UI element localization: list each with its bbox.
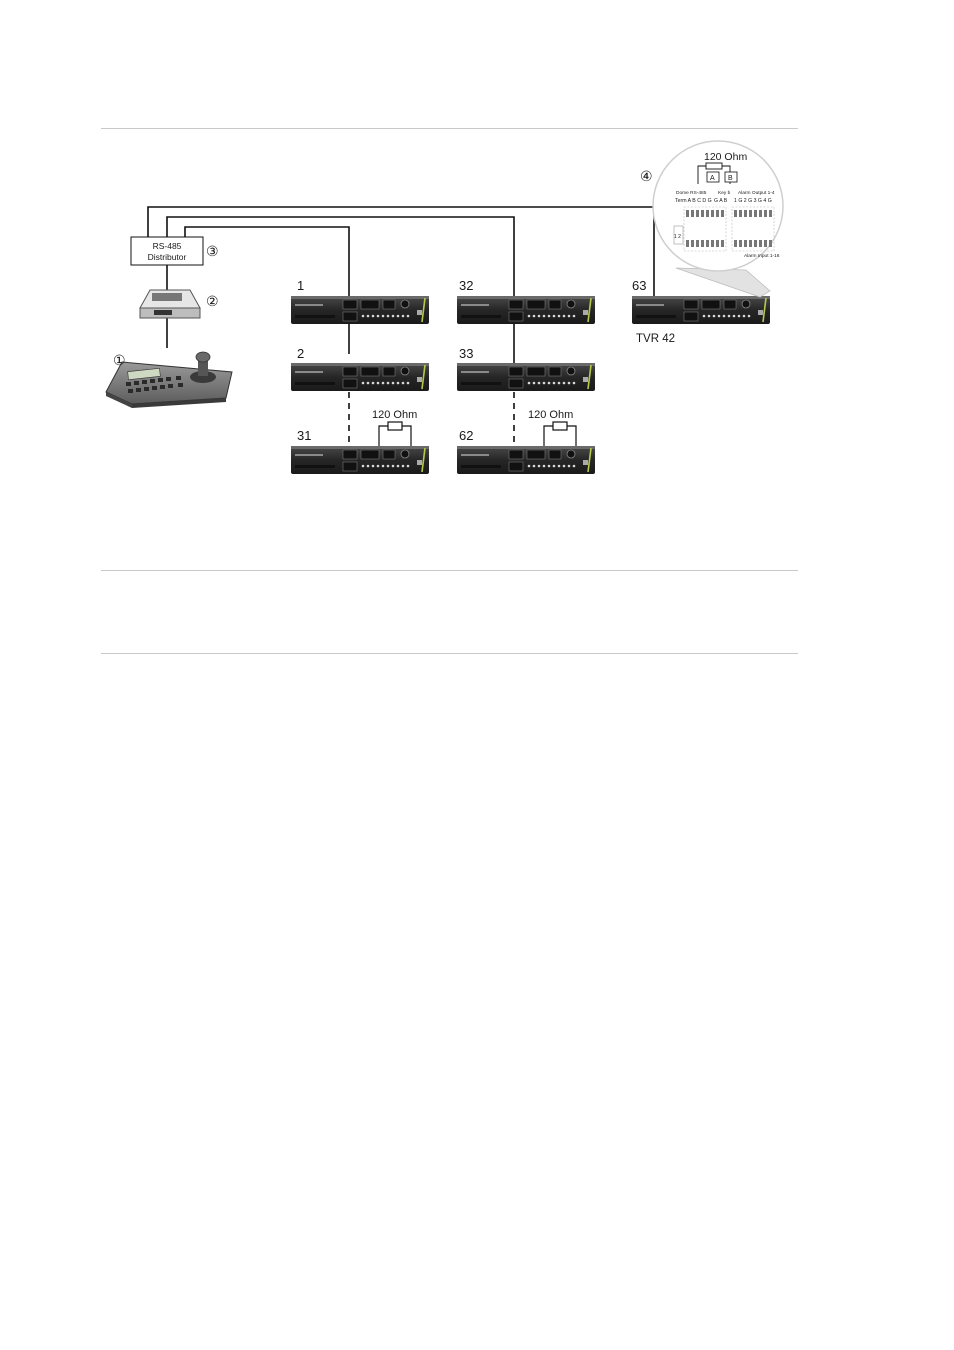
callout-2: ② bbox=[206, 293, 219, 309]
recorder-63 bbox=[631, 295, 771, 325]
detail-row-right: 1 G 2 G 3 G 4 G bbox=[734, 198, 772, 204]
model-label: TVR 42 bbox=[636, 333, 675, 345]
recorder-62 bbox=[456, 445, 596, 475]
unit-label-32: 32 bbox=[459, 278, 473, 293]
middle-rule bbox=[101, 570, 798, 571]
recorder-32 bbox=[456, 295, 596, 325]
detail-group-alarm-out: Alarm Output 1-4 bbox=[738, 190, 775, 196]
keyboard-controller bbox=[105, 351, 233, 408]
distributor-label-line1: RS-485 bbox=[153, 241, 182, 251]
resistor-label-right: 120 Ohm bbox=[528, 409, 573, 421]
dashed-continuation bbox=[348, 392, 515, 444]
unit-label-2: 2 bbox=[297, 346, 304, 361]
callout-1: ① bbox=[113, 352, 126, 368]
resistor-31 bbox=[378, 421, 412, 446]
rs485-distributor: RS-485 Distributor bbox=[130, 236, 204, 266]
detail-group-dome: Dome RS-485 bbox=[676, 190, 707, 196]
unit-label-62: 62 bbox=[459, 428, 473, 443]
detail-terminal-block-right bbox=[734, 210, 772, 247]
termination-detail-circle: 120 Ohm A B Dome RS-485 Key b Alarm Outp… bbox=[652, 140, 784, 272]
detail-group-keyb: Key b bbox=[718, 190, 731, 196]
rs485-wiring-diagram: 120 Ohm 120 Ohm RS-485 Distributor ③ ② bbox=[105, 140, 784, 475]
detail-terminal-a: A bbox=[710, 175, 715, 182]
unit-label-63: 63 bbox=[632, 278, 646, 293]
bus-wiring bbox=[147, 206, 655, 364]
callout-4: ④ bbox=[640, 168, 653, 184]
detail-alarm-input: Alarm Input 1-16 bbox=[744, 253, 780, 259]
recorder-2 bbox=[290, 362, 430, 392]
callout-3: ③ bbox=[206, 243, 219, 259]
detail-row-mid: G A B bbox=[714, 198, 728, 204]
unit-label-1: 1 bbox=[297, 278, 304, 293]
unit-label-33: 33 bbox=[459, 346, 473, 361]
detail-side-label: 1 2 bbox=[674, 234, 681, 240]
recorder-33 bbox=[456, 362, 596, 392]
recorder-31 bbox=[290, 445, 430, 475]
top-rule bbox=[101, 128, 798, 129]
detail-row-left: Term A B C D G bbox=[675, 198, 712, 204]
bottom-rule bbox=[101, 653, 798, 654]
detail-terminal-block-left bbox=[686, 210, 724, 247]
distributor-label-line2: Distributor bbox=[148, 252, 187, 262]
resistor-62 bbox=[543, 421, 577, 446]
detail-terminal-b: B bbox=[728, 175, 733, 182]
zoom-callout-cone bbox=[675, 267, 771, 298]
unit-label-31: 31 bbox=[297, 428, 311, 443]
recorder-1 bbox=[290, 295, 430, 325]
interface-unit bbox=[139, 289, 201, 319]
resistor-label-left: 120 Ohm bbox=[372, 409, 417, 421]
detail-resistor-label: 120 Ohm bbox=[704, 151, 747, 163]
